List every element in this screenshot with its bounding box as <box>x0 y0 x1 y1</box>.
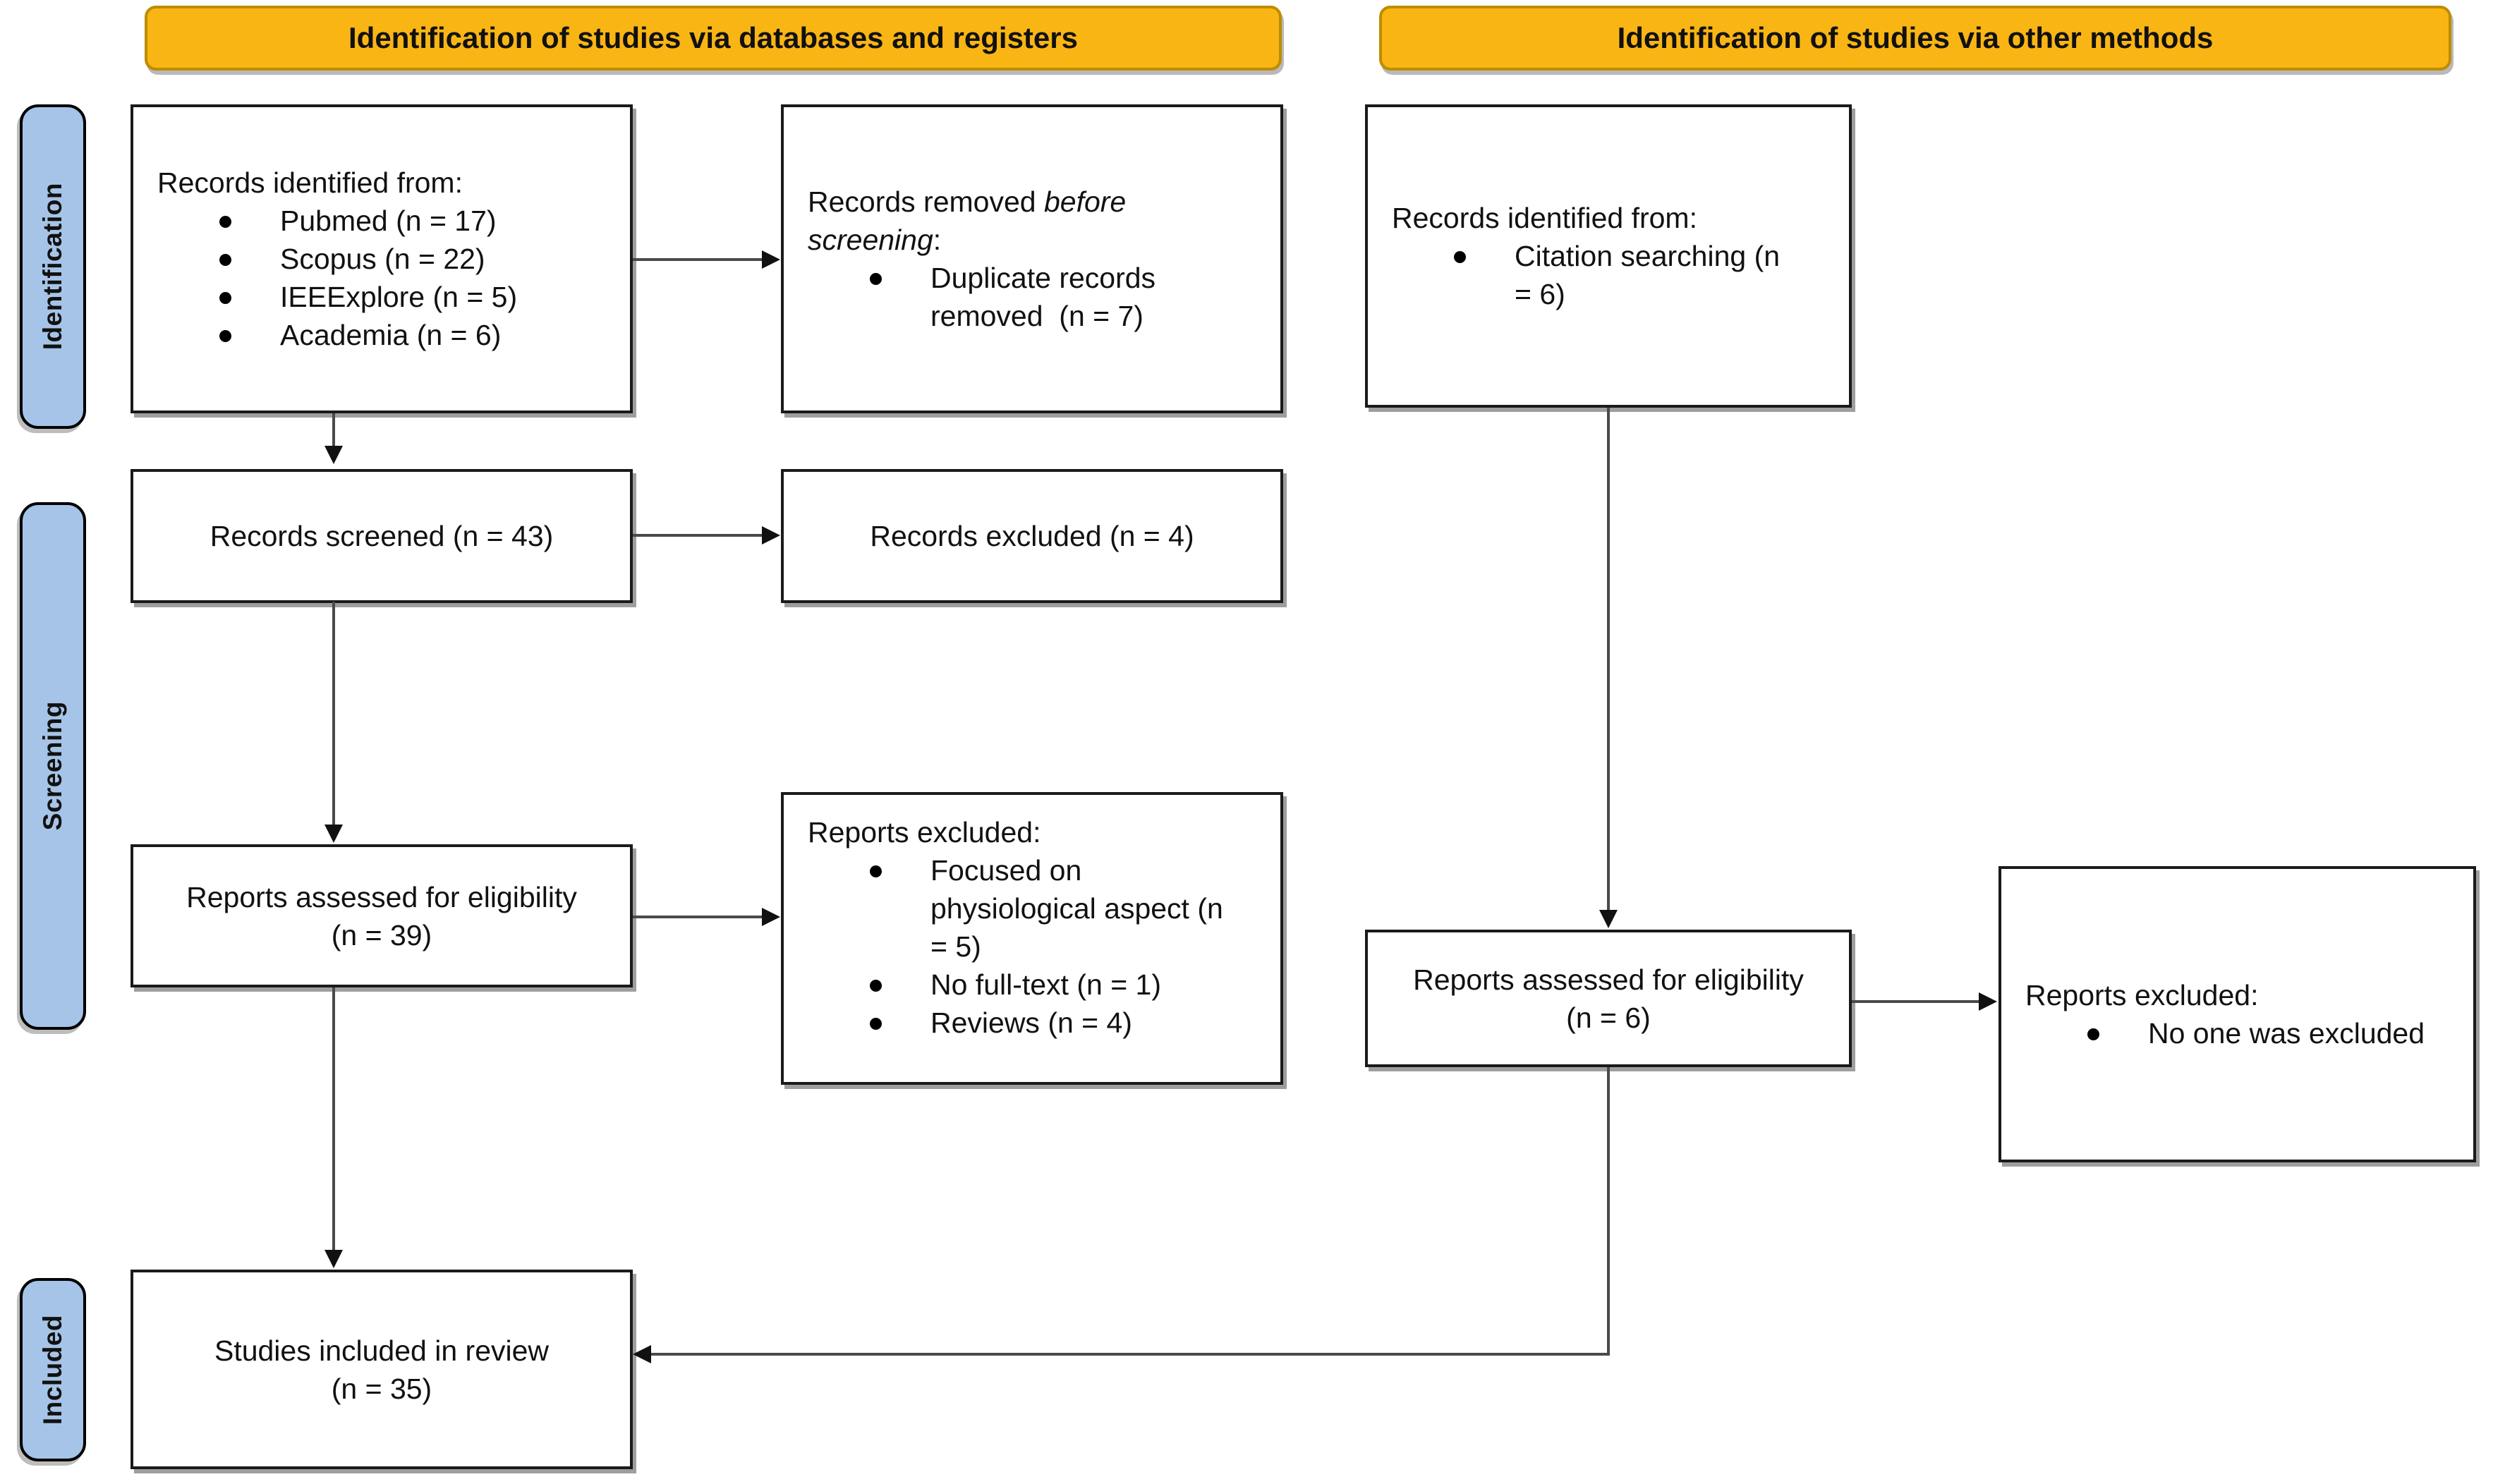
box-title: Reports excluded: <box>808 816 1041 849</box>
box-title: Records removed before screening: <box>808 186 1127 256</box>
arrow-line-citation-to-assessed <box>1607 408 1610 913</box>
box-records-screened: Records screened (n = 43) <box>131 469 633 603</box>
stage-included-label: Included <box>38 1314 67 1425</box>
header-databases-registers: Identification of studies via databases … <box>145 6 1282 71</box>
stage-screening-label: Screening <box>38 701 67 831</box>
box-citation-identified: Records identified from: Citation search… <box>1365 104 1852 408</box>
box-title: Records identified from: <box>157 166 463 199</box>
box-label-line1: Reports assessed for eligibility <box>186 880 577 913</box>
emphasis-before-screening: before screening <box>808 186 1127 256</box>
stage-identification-label: Identification <box>38 183 67 351</box>
arrowhead-right-icon <box>762 526 780 545</box>
box-label: Records screened (n = 43) <box>210 520 554 552</box>
box-reports-excluded-reasons: Reports excluded: Focused on physiologic… <box>781 792 1283 1085</box>
box-label-line2: (n = 35) <box>331 1372 432 1405</box>
box-label-line1: Studies included in review <box>214 1334 550 1367</box>
arrow-line-assessed-other-to-excluded <box>1852 1000 1980 1003</box>
bullet-item: Academia (n = 6) <box>157 316 612 354</box>
box-label: Records excluded (n = 4) <box>870 520 1194 552</box>
box-label-line2: (n = 39) <box>331 918 432 951</box>
box-title: Reports excluded: <box>2025 979 2259 1011</box>
arrowhead-down-icon <box>325 446 343 464</box>
arrowhead-down-icon <box>325 1250 343 1268</box>
arrow-elbow-horizontal-assessed-other-to-included <box>651 1353 1610 1356</box>
bullet-item: IEEExplore (n = 5) <box>157 278 612 316</box>
arrowhead-right-icon <box>762 908 780 926</box>
bullet-item: Citation searching (n = 6) <box>1392 237 1831 313</box>
header-other-label: Identification of studies via other meth… <box>1617 21 2214 54</box>
box-label-line1: Reports assessed for eligibility <box>1413 963 1804 996</box>
arrow-line-identified-to-screened <box>332 413 335 449</box>
arrowhead-down-icon <box>325 825 343 843</box>
bullet-item: Pubmed (n = 17) <box>157 202 612 240</box>
box-title: Records identified from: <box>1392 202 1697 234</box>
bullet-item: No one was excluded <box>2025 1014 2455 1052</box>
arrow-elbow-vertical-assessed-other-to-included <box>1607 1067 1610 1356</box>
box-records-removed: Records removed before screening: Duplic… <box>781 104 1283 413</box>
arrowhead-right-icon <box>1979 992 1997 1011</box>
arrowhead-down-icon <box>1599 910 1618 928</box>
arrow-line-identified-to-removed <box>633 258 763 261</box>
arrow-line-assessed-to-included <box>332 987 335 1253</box>
box-reports-assessed-databases: Reports assessed for eligibility (n = 39… <box>131 844 633 987</box>
stage-identification: Identification <box>20 104 86 429</box>
header-databases-label: Identification of studies via databases … <box>348 21 1078 54</box>
header-other-methods: Identification of studies via other meth… <box>1379 6 2451 71</box>
box-studies-included: Studies included in review (n = 35) <box>131 1270 633 1469</box>
stage-screening: Screening <box>20 502 86 1030</box>
box-records-identified: Records identified from: Pubmed (n = 17)… <box>131 104 633 413</box>
stage-included: Included <box>20 1278 86 1461</box>
arrow-line-assessed-to-reasons <box>633 916 763 918</box>
arrowhead-left-icon <box>633 1345 651 1363</box>
box-label-line2: (n = 6) <box>1566 1001 1651 1034</box>
bullet-item: Duplicate records removed (n = 7) <box>808 259 1262 335</box>
bullet-item: Reviews (n = 4) <box>808 1004 1262 1042</box>
arrow-line-screened-to-excluded <box>633 534 763 537</box>
bullet-item: Focused on physiological aspect (n = 5) <box>808 851 1262 966</box>
bullet-item: Scopus (n = 22) <box>157 240 612 278</box>
box-records-excluded: Records excluded (n = 4) <box>781 469 1283 603</box>
arrowhead-right-icon <box>762 250 780 269</box>
arrow-line-screened-to-assessed <box>332 602 335 827</box>
box-reports-excluded-other: Reports excluded: No one was excluded <box>1998 866 2476 1162</box>
bullet-item: No full-text (n = 1) <box>808 966 1262 1004</box>
box-reports-assessed-other: Reports assessed for eligibility (n = 6) <box>1365 930 1852 1067</box>
